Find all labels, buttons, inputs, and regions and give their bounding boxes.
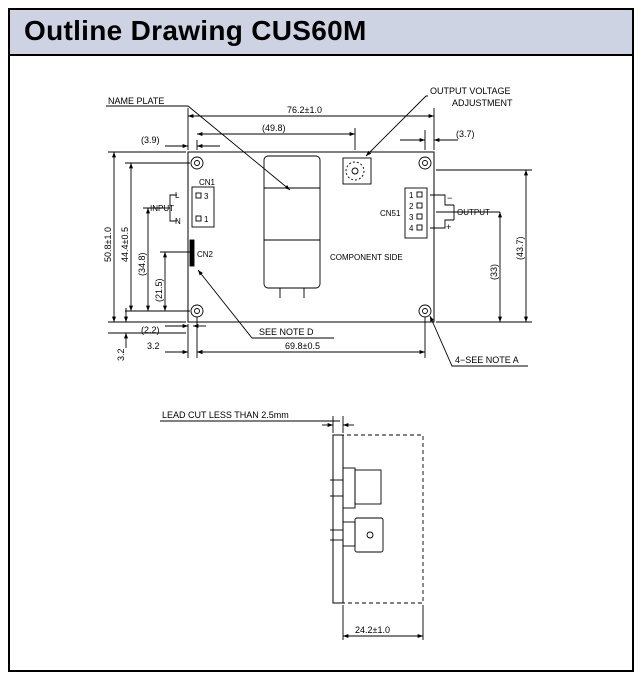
input-label: INPUT	[150, 204, 174, 213]
cn51-pin4-label: 4	[409, 224, 414, 233]
dim-43-7: (43.7)	[515, 236, 525, 260]
cn2-connector	[189, 239, 195, 267]
cn2-label: CN2	[197, 250, 214, 259]
dim-44-4: 44.4±0.5	[120, 227, 130, 262]
dim-2-2: (2.2)	[141, 325, 160, 335]
component-side-label: COMPONENT SIDE	[330, 253, 403, 262]
dim-3-2-horizontal: 3.2	[147, 341, 160, 351]
dim-3-2-vertical: 3.2	[116, 348, 126, 361]
output-voltage-label: OUTPUT VOLTAGE	[430, 86, 511, 96]
dim-24-2: 24.2±1.0	[355, 625, 390, 635]
dim-50-8: 50.8±1.0	[103, 227, 113, 262]
output-minus-label: −	[447, 193, 452, 203]
cn51-label: CN51	[380, 209, 401, 218]
see-note-a-label: 4−SEE NOTE A	[455, 355, 519, 365]
dim-3-7: (3.7)	[456, 129, 475, 139]
output-label: OUTPUT	[457, 208, 490, 217]
dim-69-8: 69.8±0.5	[285, 341, 320, 351]
mounting-hole	[418, 156, 432, 170]
see-note-d-label: SEE NOTE D	[259, 327, 314, 337]
dim-3-9: (3.9)	[141, 135, 160, 145]
name-plate-label: NAME PLATE	[108, 96, 164, 106]
dim-49-8: (49.8)	[262, 123, 286, 133]
mounting-hole	[190, 304, 204, 318]
drawing-frame: Outline Drawing CUS60M	[8, 8, 634, 672]
cn51-pin2-label: 2	[409, 202, 414, 211]
cn1-pin3-label: 3	[204, 192, 209, 201]
input-l-label: L	[175, 191, 180, 200]
pcb-outline	[187, 151, 435, 323]
mounting-hole	[190, 156, 204, 170]
dim-76-2: 76.2±1.0	[287, 105, 322, 115]
side-view-envelope	[332, 434, 424, 604]
cn1-label: CN1	[199, 178, 216, 187]
cn51-pin3-label: 3	[409, 213, 414, 222]
dim-21-5: (21.5)	[154, 278, 164, 302]
adjustment-label: ADJUSTMENT	[452, 98, 513, 108]
cn51-pin1-label: 1	[409, 191, 414, 200]
dim-33: (33)	[489, 264, 499, 280]
adjustment-trimmer	[342, 157, 372, 185]
page-title: Outline Drawing CUS60M	[24, 15, 367, 46]
cn1-connector	[191, 186, 215, 228]
lead-cut-label: LEAD CUT LESS THAN 2.5mm	[162, 410, 289, 420]
input-n-label: N	[175, 217, 181, 226]
mounting-hole	[418, 304, 432, 318]
side-view-pcb	[332, 434, 344, 604]
cn1-pin1-label: 1	[204, 215, 209, 224]
cn51-connector	[404, 187, 428, 239]
title-bar: Outline Drawing CUS60M	[10, 10, 632, 56]
capacitor-body	[263, 155, 321, 289]
dim-34-8: (34.8)	[137, 252, 147, 276]
output-plus-label: +	[446, 222, 451, 232]
